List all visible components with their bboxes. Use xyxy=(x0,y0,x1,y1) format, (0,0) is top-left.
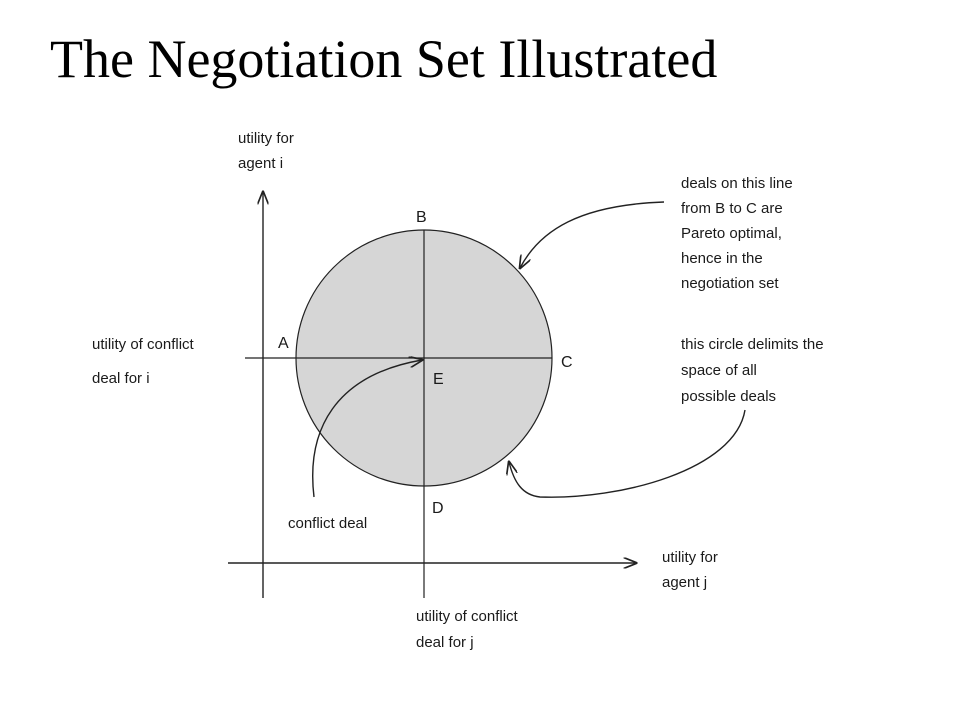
point-b-label: B xyxy=(416,209,427,226)
conflict-deal-arrow xyxy=(312,360,422,498)
point-e-label: E xyxy=(433,371,444,388)
circle-arrow xyxy=(509,409,746,498)
conflict-deal-label: conflict deal xyxy=(288,515,367,532)
conflict-utility-i-label: utility of conflict deal for i xyxy=(92,336,198,387)
y-axis-label: utility for agent i xyxy=(238,130,298,172)
pareto-optimal-note: deals on this line from B to C are Paret… xyxy=(681,175,797,292)
point-d-label: D xyxy=(432,500,444,517)
circle-space-note: this circle delimits the space of all po… xyxy=(681,336,828,405)
pareto-arrow xyxy=(520,201,665,268)
point-a-label: A xyxy=(278,335,289,352)
conflict-utility-j-label: utility of conflict deal for j xyxy=(416,608,522,651)
slide-title: The Negotiation Set Illustrated xyxy=(50,29,718,89)
x-axis-label: utility for agent j xyxy=(662,549,722,591)
point-c-label: C xyxy=(561,354,573,371)
